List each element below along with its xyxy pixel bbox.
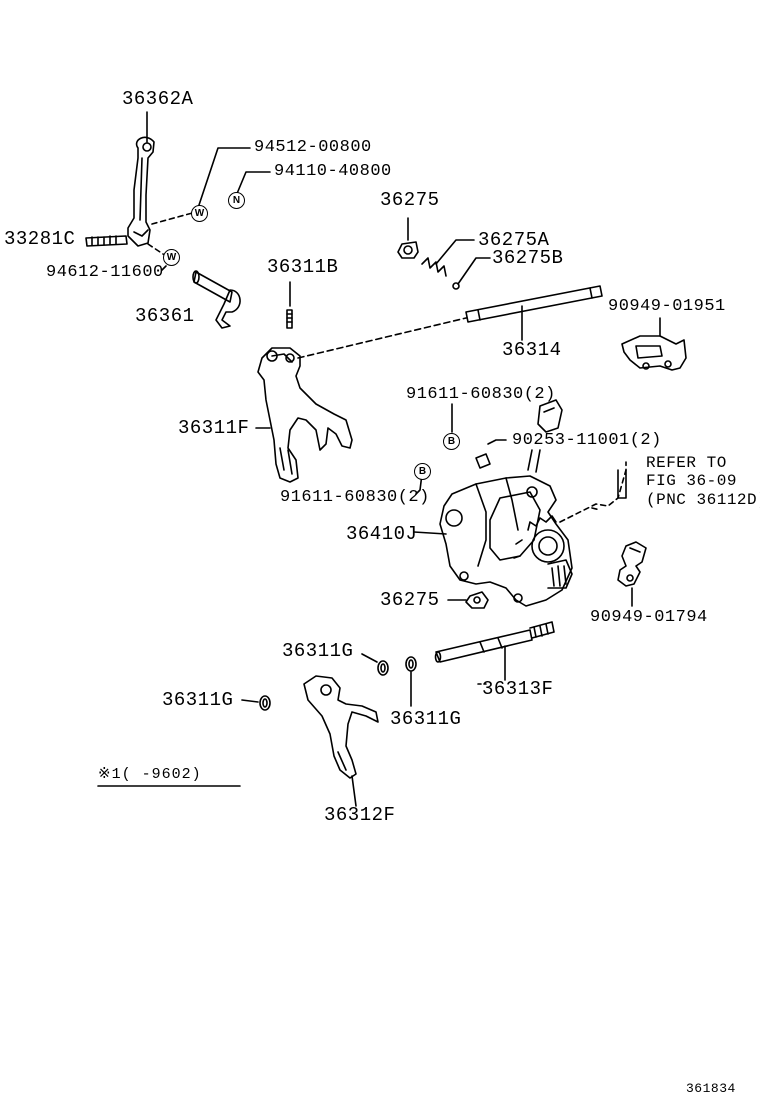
switch-upper [537,399,563,433]
label-36275-bottom: 36275 [380,589,440,611]
diagram-code: 361834 [686,1081,736,1096]
pin-36361 [192,270,241,329]
label-33281C: 33281C [4,228,76,250]
label-91611-upper: 91611-60830(2) [406,385,556,404]
case-36410J [439,449,573,607]
pin-36311B [286,309,293,329]
label-36275A: 36275A [478,229,550,251]
label-36361: 36361 [135,305,195,327]
refer-line-3: (PNC 36112D) [646,491,760,509]
refer-line-1: REFER TO [646,454,727,472]
washer-badge-w-2: W [163,249,180,266]
shaft-36314 [465,285,603,323]
label-90949-01951: 90949-01951 [608,297,726,316]
label-36311B: 36311B [267,256,339,278]
fork-36312F [303,675,379,779]
bolt-33281C [85,235,128,247]
bolt-badge-b-lower: B [414,463,431,480]
plug-36275-lower [465,591,489,609]
ball-36275B [452,282,460,290]
shaft-36313F [434,621,555,663]
label-94612-11600: 94612-11600 [46,263,164,282]
label-94110-40800: 94110-40800 [274,162,392,181]
refer-line-2: FIG 36-09 [646,472,737,490]
nut-90253 [475,453,491,469]
ring-36311G-b [405,656,417,672]
nut-badge-n: N [228,192,245,209]
label-36312F: 36312F [324,804,396,826]
label-36362A: 36362A [122,88,194,110]
spring-36275A [421,257,447,277]
fork-36311F [257,347,353,483]
label-36313F: 36313F [482,678,554,700]
plug-36275-upper [397,241,419,259]
ring-36311G-a [377,660,389,676]
bracket-90949-01794 [617,541,647,587]
washer-badge-w: W [191,205,208,222]
ring-36311G-c [259,695,271,711]
label-90253-11001: 90253-11001(2) [512,431,662,450]
label-36314: 36314 [502,339,562,361]
label-36275-top: 36275 [380,189,440,211]
bolt-badge-b-upper: B [443,433,460,450]
note-text: ※1( -9602) [98,766,202,783]
label-91611-lower: 91611-60830(2) [280,488,430,507]
label-36311G-c: 36311G [162,689,234,711]
label-36410J: 36410J [346,523,418,545]
label-94512-00800: 94512-00800 [254,138,372,157]
bracket-90949-01951 [621,335,687,371]
label-36275B: 36275B [492,247,564,269]
label-36311G-b: 36311G [390,708,462,730]
label-36311G-a: 36311G [282,640,354,662]
label-90949-01794: 90949-01794 [590,608,708,627]
shift-lever-36362A [127,136,155,247]
label-36311F: 36311F [178,417,250,439]
